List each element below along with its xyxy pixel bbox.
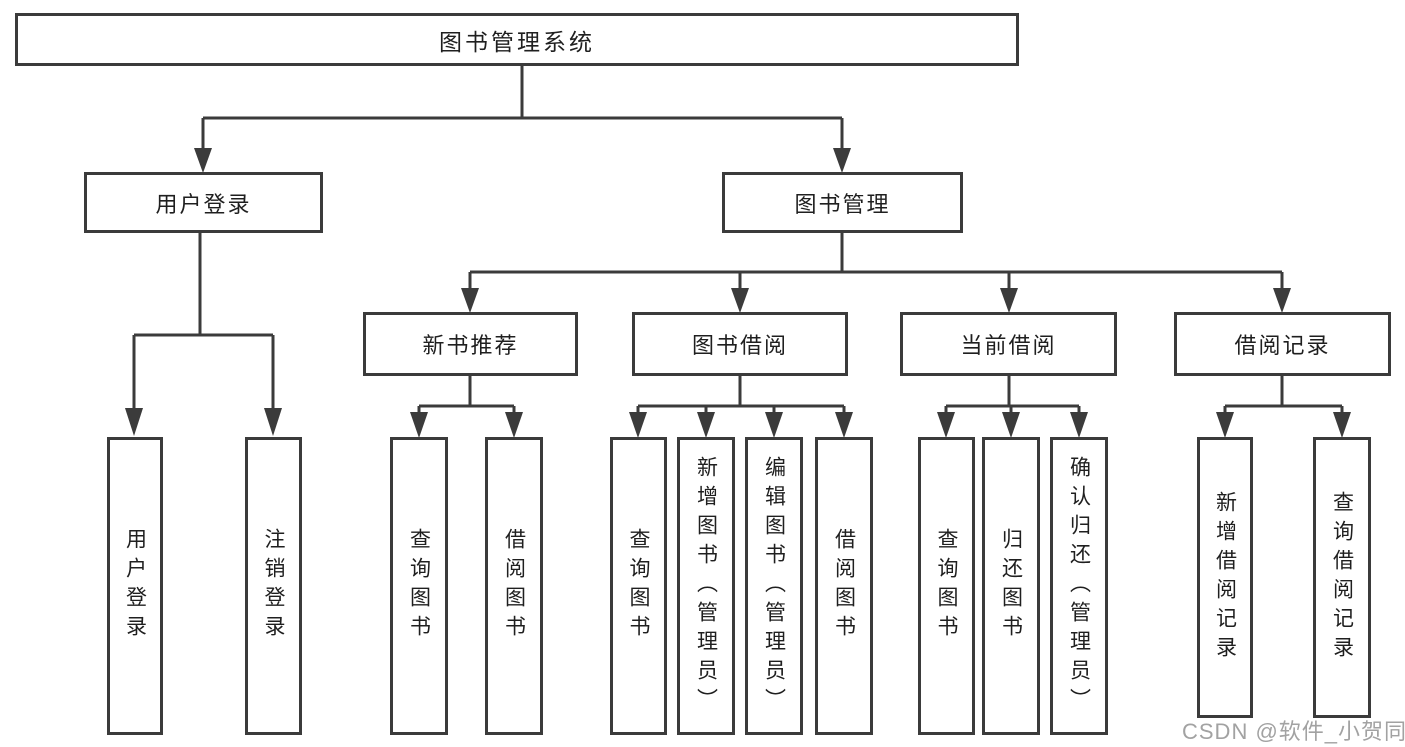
connector-current-borrow-children — [944, 376, 1081, 415]
node-leaf-user-login-label: 用户登录 — [123, 528, 147, 644]
node-leaf-return-book: 归还图书 — [982, 437, 1040, 735]
node-leaf-add-borrow-record: 新增借阅记录 — [1197, 437, 1253, 718]
node-leaf-logout-label: 注销登录 — [262, 528, 285, 644]
node-leaf-edit-book-admin-label: 编辑图书（管理员） — [762, 455, 786, 717]
node-leaf-query-book-3: 查询图书 — [918, 437, 975, 735]
node-root-system-label: 图书管理系统 — [439, 28, 595, 55]
node-leaf-borrow-book-1-label: 借阅图书 — [502, 528, 526, 644]
node-leaf-query-book-2: 查询图书 — [610, 437, 667, 735]
connector-new-book-children — [417, 376, 516, 415]
node-leaf-add-book-admin-label: 新增图书（管理员） — [694, 455, 718, 717]
node-new-book-recommend-label: 新书推荐 — [422, 333, 519, 358]
node-book-mgmt: 图书管理 — [722, 172, 963, 233]
node-leaf-borrow-book-1: 借阅图书 — [485, 437, 543, 735]
node-current-borrow: 当前借阅 — [900, 312, 1117, 376]
node-leaf-return-book-label: 归还图书 — [999, 528, 1023, 644]
node-user-login-label: 用户登录 — [155, 191, 252, 217]
node-root-system: 图书管理系统 — [15, 13, 1019, 66]
node-user-login: 用户登录 — [84, 172, 323, 233]
node-leaf-query-book-1-label: 查询图书 — [407, 528, 431, 644]
node-borrow-records-label: 借阅记录 — [1234, 333, 1331, 358]
connector-book-borrow-children — [636, 376, 846, 415]
node-leaf-query-borrow-record: 查询借阅记录 — [1313, 437, 1371, 718]
node-leaf-add-book-admin: 新增图书（管理员） — [677, 437, 735, 735]
connector-user-login-children — [132, 233, 275, 410]
node-leaf-borrow-book-2: 借阅图书 — [815, 437, 873, 735]
connector-root-to-level1 — [201, 66, 844, 150]
node-current-borrow-label: 当前借阅 — [960, 333, 1057, 358]
node-book-borrow-label: 图书借阅 — [691, 333, 788, 358]
node-book-borrow: 图书借阅 — [632, 312, 848, 376]
node-borrow-records: 借阅记录 — [1174, 312, 1391, 376]
csdn-watermark: CSDN @软件_小贺同学 — [1182, 719, 1405, 744]
node-leaf-borrow-book-2-label: 借阅图书 — [832, 528, 856, 644]
node-new-book-recommend: 新书推荐 — [363, 312, 578, 376]
node-leaf-confirm-return-admin: 确认归还（管理员） — [1050, 437, 1108, 735]
node-leaf-confirm-return-admin-label: 确认归还（管理员） — [1067, 455, 1091, 717]
node-book-mgmt-label: 图书管理 — [794, 191, 891, 217]
connector-borrow-records-children — [1223, 376, 1344, 415]
node-leaf-query-borrow-record-label: 查询借阅记录 — [1330, 490, 1354, 665]
node-leaf-edit-book-admin: 编辑图书（管理员） — [745, 437, 803, 735]
node-leaf-logout: 注销登录 — [245, 437, 302, 735]
node-leaf-query-book-2-label: 查询图书 — [627, 528, 650, 644]
node-leaf-add-borrow-record-label: 新增借阅记录 — [1213, 490, 1237, 665]
arrowheads — [125, 148, 1351, 438]
node-leaf-user-login: 用户登录 — [107, 437, 163, 735]
node-leaf-query-book-3-label: 查询图书 — [935, 528, 958, 644]
connector-book-mgmt-children — [468, 233, 1284, 290]
node-leaf-query-book-1: 查询图书 — [390, 437, 448, 735]
